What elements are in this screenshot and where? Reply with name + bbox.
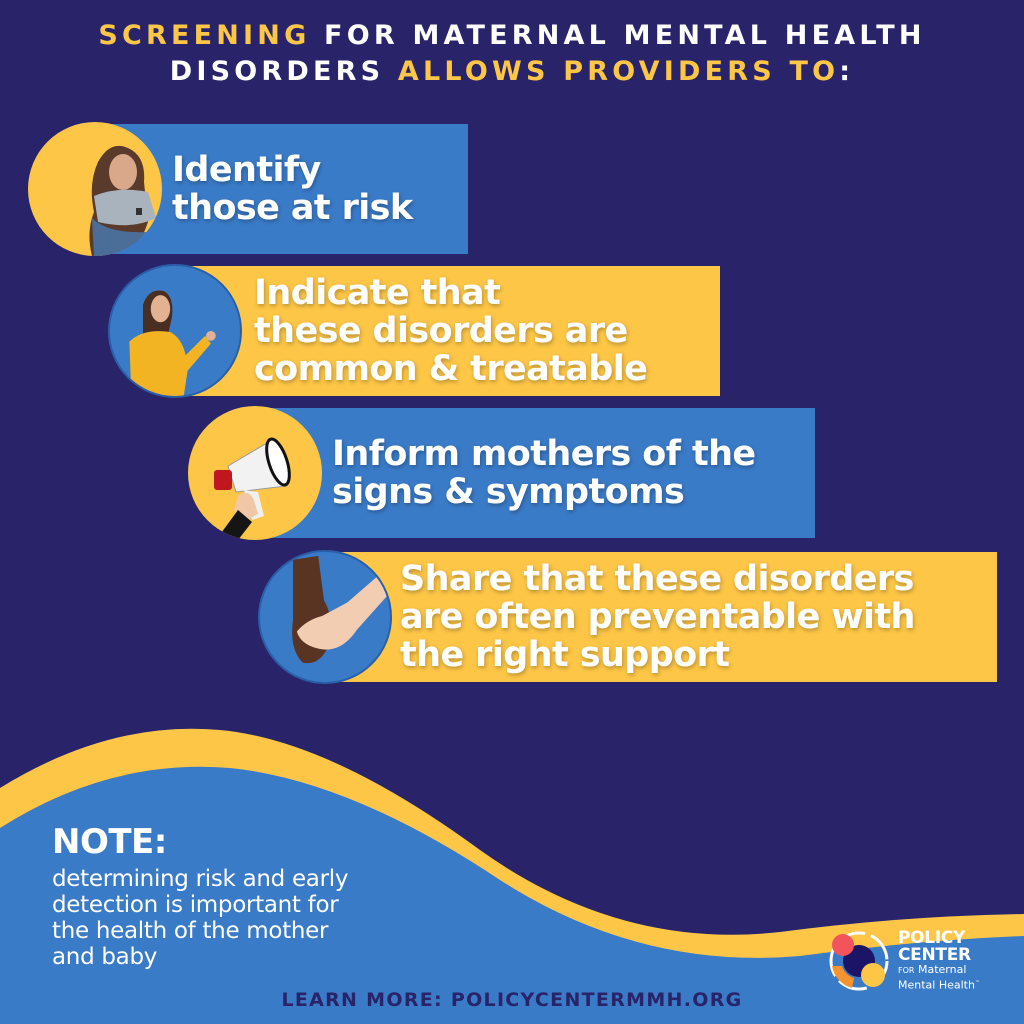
benefit-bar-share: Share that these disorders are often pre… <box>340 552 997 682</box>
note-body: determining risk and early detection is … <box>52 866 349 970</box>
headline-line-1: SCREENING FOR MATERNAL MENTAL HEALTH <box>98 20 926 51</box>
benefit-bar-indicate: Indicate that these disorders are common… <box>188 266 720 396</box>
policy-center-logo-icon <box>829 931 889 991</box>
policy-center-logo: POLICY CENTER FOR Maternal Mental Health… <box>826 928 996 994</box>
benefit-bar-identify: Identify those at risk <box>110 124 468 254</box>
bottom-wave <box>0 728 1024 1024</box>
note-title: NOTE: <box>52 822 167 862</box>
learn-more-link[interactable]: LEARN MORE: POLICYCENTERMMH.ORG <box>281 989 743 1011</box>
woman-sitting-sad-icon <box>28 122 162 256</box>
megaphone-icon <box>188 406 322 540</box>
headline: SCREENING FOR MATERNAL MENTAL HEALTH DIS… <box>0 18 1024 90</box>
holding-hands-icon <box>258 550 392 684</box>
headline-line-2: DISORDERS ALLOWS PROVIDERS TO: <box>169 56 855 87</box>
woman-pointing-icon <box>108 264 242 398</box>
benefit-bar-inform: Inform mothers of the signs & symptoms <box>270 408 815 538</box>
